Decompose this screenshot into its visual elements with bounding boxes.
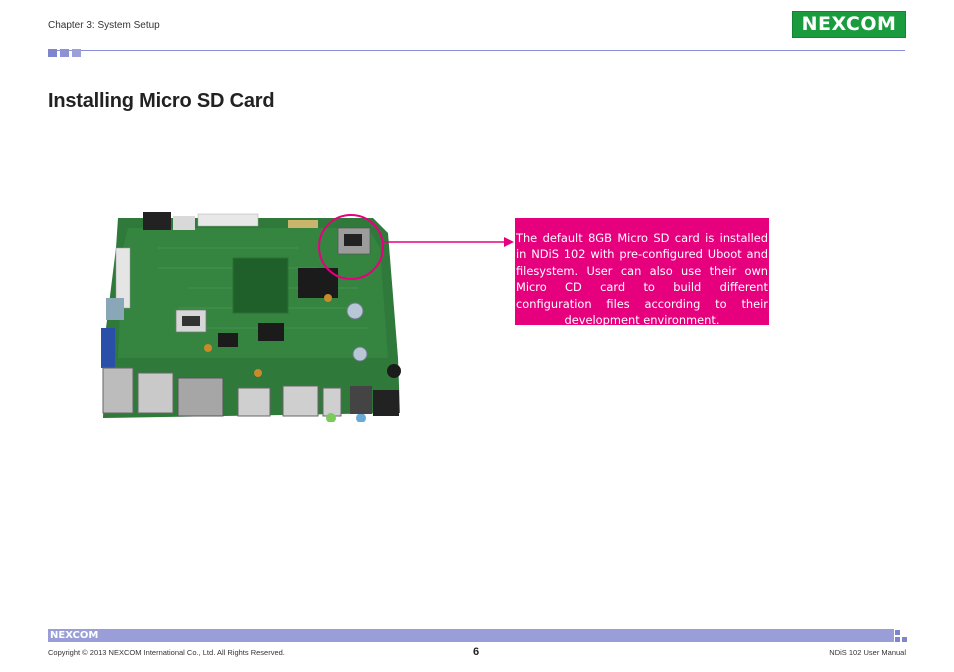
header-square-3 [72,49,81,57]
callout-box: The default 8GB Micro SD card is install… [515,218,769,327]
footer-logo: NEXCOM [50,630,99,641]
page-title: Installing Micro SD Card [48,90,275,112]
footer-bar [48,629,894,642]
header-square-2 [60,49,69,57]
nexcom-logo: NEXCOM [792,11,906,38]
copyright-text: Copyright © 2013 NEXCOM International Co… [48,648,285,657]
callout-arrow-icon [384,237,514,247]
manual-name: NDiS 102 User Manual [829,648,906,657]
footer-square-1 [895,630,900,635]
header-square-1 [48,49,57,57]
nexcom-logo-text: NEXCOM [801,13,897,35]
header-rule [48,50,905,51]
chapter-label: Chapter 3: System Setup [48,20,160,31]
page-number: 6 [473,646,480,658]
footer-square-3 [902,637,907,642]
footer-square-2 [895,637,900,642]
motherboard-photo [101,212,401,422]
